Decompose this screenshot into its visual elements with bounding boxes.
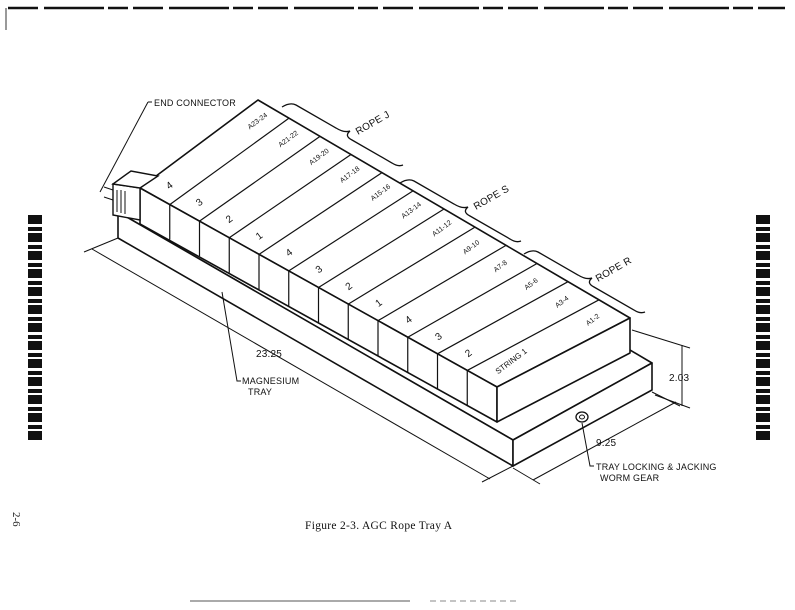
end-connector-top xyxy=(111,170,160,189)
rope-s-brace xyxy=(399,179,522,243)
end-connector-label: END CONNECTOR xyxy=(154,98,236,108)
rope-braces xyxy=(281,103,646,314)
worm-gear-inner xyxy=(579,414,585,420)
magnesium-tray-label-line1: MAGNESIUM xyxy=(242,376,299,386)
module-number-label: 3 xyxy=(433,331,444,343)
magnesium-tray-label-line2: TRAY xyxy=(248,387,272,397)
module-number-label: 2 xyxy=(224,213,235,225)
modules-right-face xyxy=(496,317,631,423)
length-dimension-value: 23.25 xyxy=(256,349,282,360)
module-number-label: 2 xyxy=(344,280,355,292)
page-number: 2-6 xyxy=(10,512,22,527)
rope-s-label: ROPE S xyxy=(472,184,511,213)
module-divider-top xyxy=(199,135,321,222)
width-dimension-value: 9.25 xyxy=(596,438,617,449)
worm-gear-label-line1: TRAY LOCKING & JACKING xyxy=(596,462,717,472)
rope-r-label: ROPE R xyxy=(594,255,634,284)
module-number-label: 4 xyxy=(404,314,415,326)
height-extension-bottom xyxy=(654,394,691,409)
module-divider-top xyxy=(258,172,383,255)
module-number-label: 4 xyxy=(164,180,175,192)
end-connector-detail-5 xyxy=(103,196,114,201)
worm-gear-leader xyxy=(581,422,594,467)
module-divider-top xyxy=(169,117,290,206)
module-divider-top xyxy=(347,226,476,305)
length-extension-left xyxy=(83,237,119,253)
width-extension-left xyxy=(512,467,541,485)
module-dividers xyxy=(169,117,600,406)
module-divider-top xyxy=(466,299,600,371)
right-margin-mark xyxy=(756,215,770,440)
rope-j-brace xyxy=(281,103,404,167)
height-extension-top xyxy=(631,329,691,349)
module-divider-top xyxy=(407,262,538,338)
end-connector-detail-4 xyxy=(103,186,114,191)
module-number-label: 1 xyxy=(254,230,265,242)
magnesium-tray-leader xyxy=(221,291,241,382)
height-dimension-value: 2.03 xyxy=(669,373,690,384)
end-connector-leader xyxy=(99,101,149,193)
module-number-label: 1 xyxy=(374,297,385,309)
module-number-label: 3 xyxy=(314,264,325,276)
worm-gear-label-line2: WORM GEAR xyxy=(600,473,660,483)
module-divider-top xyxy=(288,190,414,272)
module-number-label: 3 xyxy=(194,197,205,209)
width-dimension xyxy=(512,391,681,485)
length-extension-right xyxy=(481,465,514,483)
length-dimension xyxy=(83,237,514,483)
module-divider-top xyxy=(318,208,445,289)
worm-gear xyxy=(575,411,589,423)
left-margin-mark xyxy=(28,215,42,440)
module-divider-top xyxy=(437,281,569,355)
rope-j-label: ROPE J xyxy=(354,109,392,137)
end-connector xyxy=(103,170,160,221)
rope-r-brace xyxy=(523,250,646,314)
height-dimension xyxy=(631,329,691,409)
figure-caption: Figure 2-3. AGC Rope Tray A xyxy=(305,520,453,532)
module-divider-top xyxy=(377,244,507,322)
length-dimension-line xyxy=(91,248,491,480)
width-dimension-line xyxy=(532,401,677,481)
module-number-label: 2 xyxy=(463,348,474,360)
width-extension-right xyxy=(651,391,681,407)
module-number-label: 4 xyxy=(284,247,295,259)
module-divider-top xyxy=(228,154,352,239)
